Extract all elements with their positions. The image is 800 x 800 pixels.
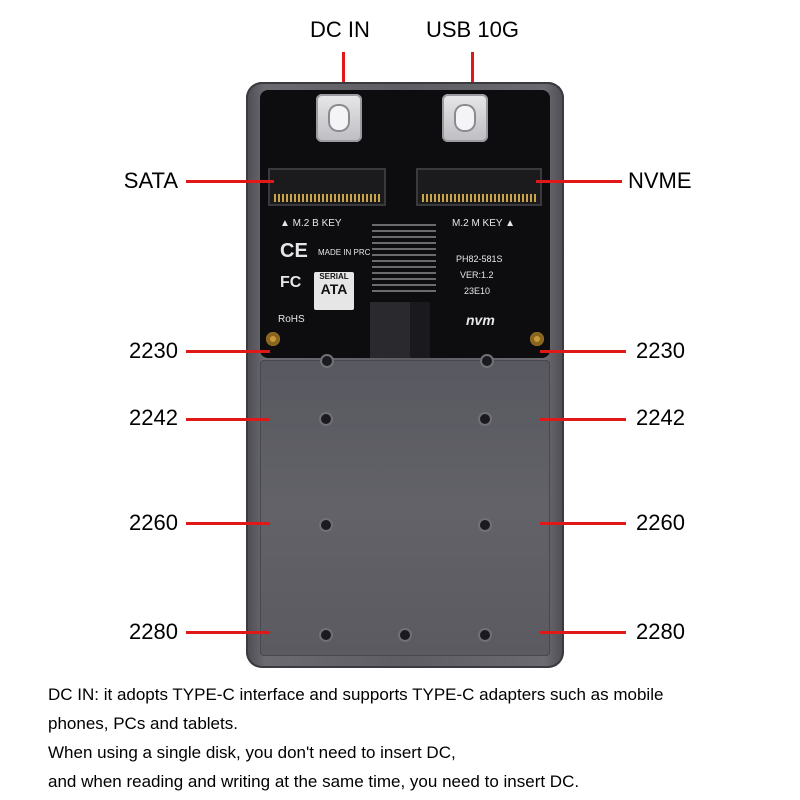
description-line: and when reading and writing at the same… [48,772,580,791]
size-2242-left-line [186,418,270,421]
b-key-label: ▲ M.2 B KEY [280,218,342,229]
size-2280-right-line [540,631,626,634]
size-2280-left-line [186,631,270,634]
board-cutout-right [410,302,430,358]
fc-mark: FC [280,274,302,291]
pcb-circuit-traces [372,220,436,296]
description-text: DC IN: it adopts TYPE-C interface and su… [48,680,768,796]
size-2260-right-line [540,522,626,525]
mount-hole-left [266,332,280,346]
screw-hole-2242-left [321,414,331,424]
tray-screw-hole [322,356,332,366]
serial-ata-logo: SERIAL ATA [314,272,354,310]
sata-label: SATA [123,168,178,193]
ssd-enclosure: ▲ M.2 B KEY M.2 M KEY ▲ CE MADE IN PRC F… [246,82,564,668]
pcb-board: ▲ M.2 B KEY M.2 M KEY ▲ CE MADE IN PRC F… [260,90,550,358]
usb-typec-port [442,94,488,142]
size-2280-left-label: 2280 [129,619,178,644]
mount-hole-right [530,332,544,346]
board-cutout-left [370,302,410,358]
dc-in-callout-line [342,52,345,82]
size-2230-right-line [540,350,626,353]
tray-screw-hole [482,356,492,366]
screw-hole-2260-left [321,520,331,530]
made-in-label: MADE IN PRC [318,248,371,257]
screw-hole-2280-right [480,630,490,640]
screw-hole-2242-right [480,414,490,424]
size-2260-right-label: 2260 [636,510,685,535]
size-2242-right-line [540,418,626,421]
rohs-label: RoHS [278,314,305,325]
sata-callout-line [186,180,274,183]
size-2230-left-label: 2230 [129,338,178,363]
nvme-m2-slot [416,168,542,206]
nvme-logo: nvm [466,312,495,328]
m-key-label: M.2 M KEY ▲ [452,218,516,229]
size-2242-left-label: 2242 [129,405,178,430]
size-2242-right-label: 2242 [636,405,685,430]
size-2230-right-label: 2230 [636,338,685,363]
usb-10g-callout-line [471,52,474,82]
size-2260-left-line [186,522,270,525]
sata-m2-slot [268,168,386,206]
description-line: DC IN: it adopts TYPE-C interface and su… [48,685,664,704]
usb-10g-label: USB 10G [426,17,519,42]
nvme-label: NVME [628,168,692,193]
description-line: When using a single disk, you don't need… [48,743,456,762]
size-2260-left-label: 2260 [129,510,178,535]
board-code: 23E10 [464,286,491,296]
drive-tray [260,356,550,656]
nvme-callout-line [536,180,622,183]
screw-hole-2280-left [321,630,331,640]
description-line: phones, PCs and tablets. [48,714,238,733]
dc-in-typec-port [316,94,362,142]
screw-hole-2280-center [400,630,410,640]
model-number: PH82-581S [456,254,503,264]
screw-hole-2260-right [480,520,490,530]
version-label: VER:1.2 [460,270,494,280]
size-2230-left-line [186,350,270,353]
dc-in-label: DC IN [310,17,370,42]
size-2280-right-label: 2280 [636,619,685,644]
ce-mark: CE [280,240,308,262]
